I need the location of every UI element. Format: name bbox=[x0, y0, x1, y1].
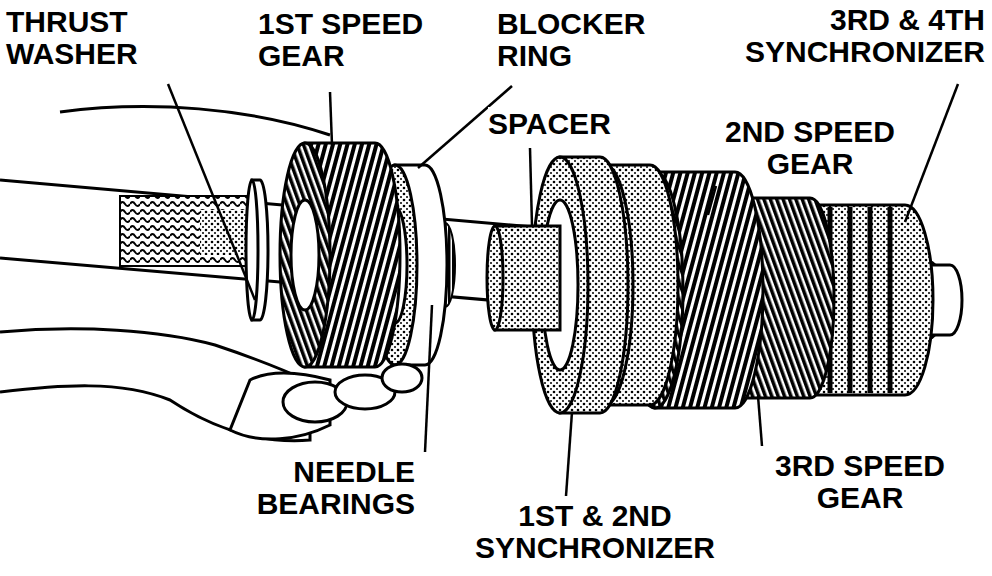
label-text: 3RD & 4TH SYNCHRONIZER bbox=[745, 3, 985, 68]
label-text: 3RD SPEED GEAR bbox=[775, 449, 945, 514]
part-label: SPACER bbox=[488, 108, 648, 140]
part-label: BLOCKER RING bbox=[497, 8, 682, 71]
part-label: 1ST & 2ND SYNCHRONIZER bbox=[410, 500, 780, 563]
label-text: BLOCKER RING bbox=[497, 7, 645, 72]
part-label: 3RD & 4TH SYNCHRONIZER bbox=[655, 4, 985, 67]
part-label: NEEDLE BEARINGS bbox=[195, 456, 415, 519]
thrust-washer bbox=[246, 180, 268, 320]
label-text: 1ST SPEED GEAR bbox=[258, 7, 423, 72]
first-speed-gear bbox=[280, 143, 400, 367]
label-text: 1ST & 2ND SYNCHRONIZER bbox=[475, 499, 715, 564]
leader-lines bbox=[168, 84, 958, 496]
part-label: 1ST SPEED GEAR bbox=[258, 8, 488, 71]
label-text: THRUST WASHER bbox=[6, 5, 138, 70]
label-text: SPACER bbox=[488, 107, 611, 140]
hand-fingers bbox=[230, 364, 422, 439]
part-label: THRUST WASHER bbox=[6, 6, 181, 69]
spacer bbox=[487, 226, 560, 330]
part-label: 2ND SPEED GEAR bbox=[690, 116, 930, 179]
part-label: 3RD SPEED GEAR bbox=[738, 450, 982, 513]
label-text: NEEDLE BEARINGS bbox=[257, 455, 415, 520]
label-text: 2ND SPEED GEAR bbox=[725, 115, 895, 180]
